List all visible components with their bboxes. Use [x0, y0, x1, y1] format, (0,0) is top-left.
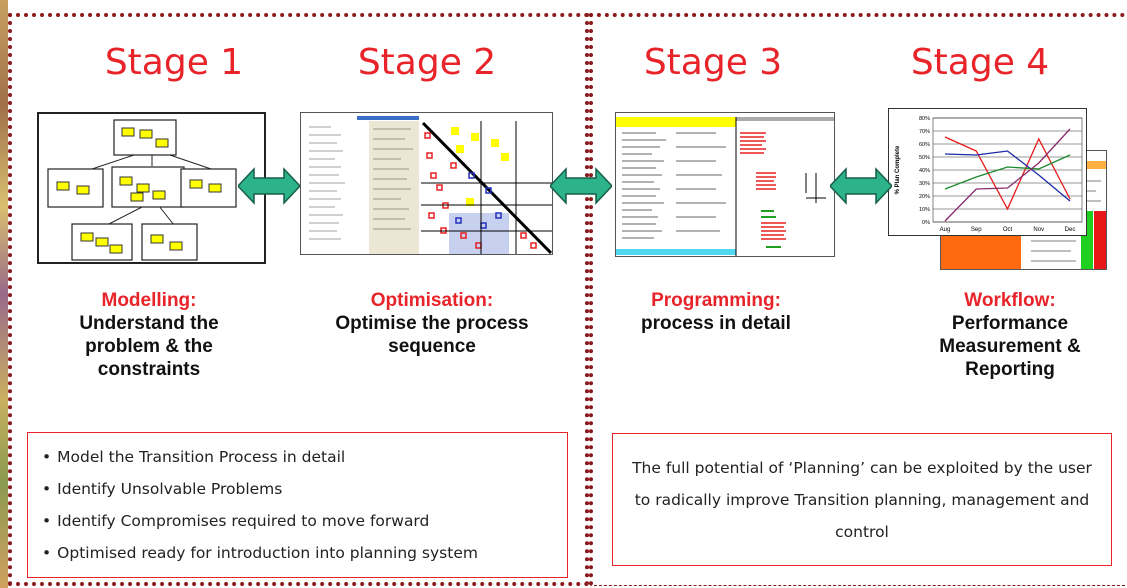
- list-item: Model the Transition Process in detail: [42, 441, 567, 473]
- dependency-matrix-screenshot: [300, 112, 553, 255]
- caption-body: Optimise the process sequence: [335, 313, 529, 357]
- x-tick-label: Sep: [971, 227, 982, 233]
- chart-line: [944, 128, 1071, 222]
- plot-area: [932, 117, 1083, 223]
- x-tick-label: Nov: [1033, 227, 1044, 233]
- stage-1-caption: Modelling: Understand the problem & the …: [49, 289, 249, 381]
- y-tick-label: 40%: [919, 168, 930, 174]
- list-item: Identify Compromises required to move fo…: [42, 505, 567, 537]
- chart-line: [944, 154, 1071, 190]
- decorative-background-strip: [0, 0, 8, 588]
- y-tick-label: 70%: [919, 129, 930, 135]
- caption-body: process in detail: [641, 313, 791, 334]
- process-model-diagram: [37, 112, 266, 264]
- double-arrow-icon: [830, 167, 892, 205]
- stage-3-caption: Programming: process in detail: [626, 289, 806, 335]
- double-arrow-icon: [238, 167, 300, 205]
- caption-heading: Optimisation:: [370, 290, 494, 311]
- stage-3-title: Stage 3: [643, 42, 783, 83]
- y-tick-label: 80%: [919, 116, 930, 122]
- stage-2-title: Stage 2: [357, 42, 497, 83]
- x-tick-label: Dec: [1065, 227, 1076, 233]
- y-tick-label: 30%: [919, 181, 930, 187]
- performance-chart-screenshot: 80% 70% 60% 50% 40% 30% 20% 10% 0% Aug Sep Oct Nov De…: [888, 108, 1087, 236]
- caption-body: Performance Measurement & Reporting: [939, 313, 1081, 380]
- y-tick-label: 10%: [919, 207, 930, 213]
- stage-1-2-bullet-list: Model the Transition Process in detail I…: [27, 432, 568, 578]
- y-axis-label: % Plan Complete: [895, 145, 901, 194]
- x-tick-label: Aug: [940, 227, 951, 233]
- caption-heading: Modelling:: [101, 290, 197, 311]
- list-item: Identify Unsolvable Problems: [42, 473, 567, 505]
- left-panel: [8, 13, 589, 586]
- caption-heading: Workflow:: [964, 290, 1056, 311]
- stage-2-caption: Optimisation: Optimise the process seque…: [322, 289, 542, 358]
- planning-note-text: The full potential of ‘Planning’ can be …: [632, 458, 1092, 541]
- stage-1-title: Stage 1: [104, 42, 244, 83]
- stage-4-title: Stage 4: [910, 42, 1050, 83]
- x-tick-label: Oct: [1003, 227, 1013, 233]
- chart-line: [944, 136, 1071, 211]
- list-item: Optimised ready for introduction into pl…: [42, 537, 567, 569]
- caption-body: Understand the problem & the constraints: [79, 313, 219, 380]
- chart-line: [944, 150, 1071, 202]
- stage-4-caption: Workflow: Performance Measurement & Repo…: [910, 289, 1110, 381]
- y-tick-label: 50%: [919, 155, 930, 161]
- right-panel: [589, 13, 1125, 586]
- y-tick-label: 60%: [919, 142, 930, 148]
- y-tick-label: 0%: [922, 220, 930, 226]
- planning-note-box: The full potential of ‘Planning’ can be …: [612, 433, 1112, 566]
- y-tick-label: 20%: [919, 194, 930, 200]
- double-arrow-icon: [550, 167, 612, 205]
- programme-schedule-screenshot: [615, 112, 835, 257]
- caption-heading: Programming:: [651, 290, 781, 311]
